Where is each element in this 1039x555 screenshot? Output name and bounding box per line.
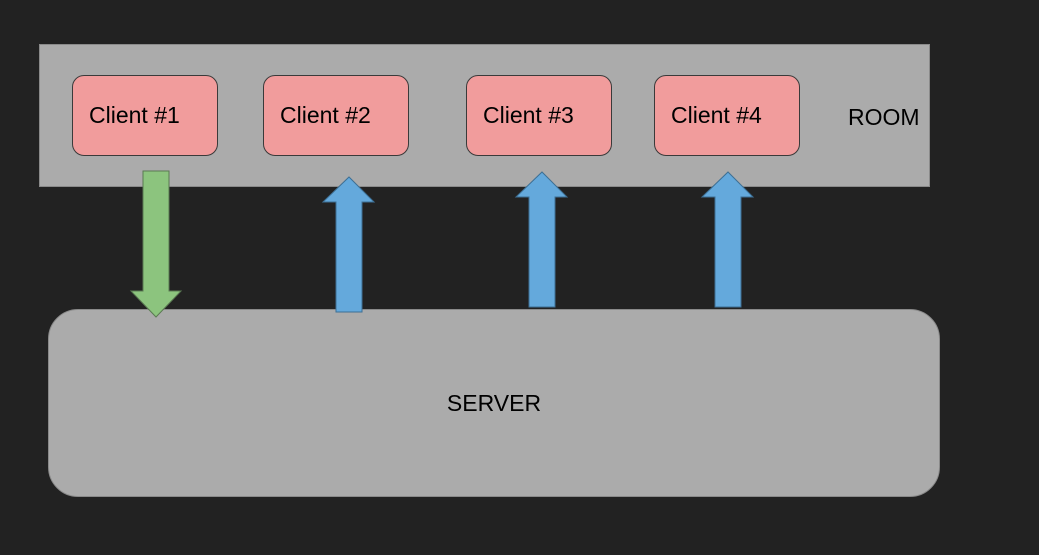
arrow-client-1-to-server bbox=[129, 170, 183, 318]
client-4-label: Client #4 bbox=[671, 102, 762, 128]
client-4-box: Client #4 bbox=[654, 75, 800, 156]
client-2-label: Client #2 bbox=[280, 102, 371, 128]
room-label: ROOM bbox=[848, 104, 920, 130]
server-label: SERVER bbox=[446, 389, 542, 416]
client-2-box: Client #2 bbox=[263, 75, 409, 156]
client-1-label: Client #1 bbox=[89, 102, 180, 128]
client-3-box: Client #3 bbox=[466, 75, 612, 156]
arrow-server-to-client-3 bbox=[514, 171, 569, 308]
server-box: SERVER bbox=[48, 309, 940, 497]
arrow-server-to-client-4 bbox=[700, 171, 755, 308]
client-1-box: Client #1 bbox=[72, 75, 218, 156]
client-3-label: Client #3 bbox=[483, 102, 574, 128]
arrow-server-to-client-2 bbox=[321, 176, 376, 313]
